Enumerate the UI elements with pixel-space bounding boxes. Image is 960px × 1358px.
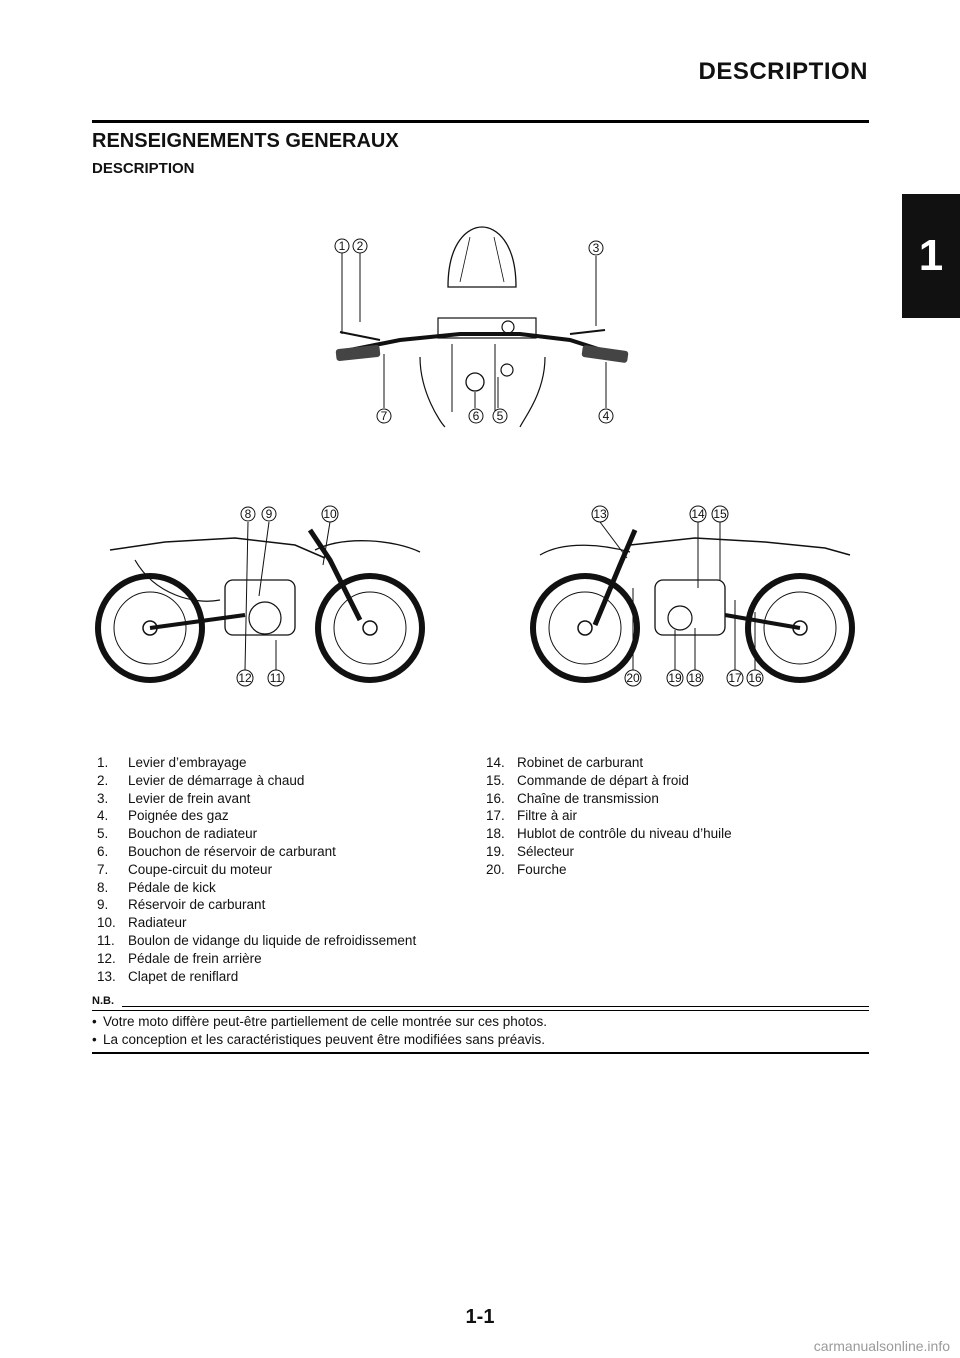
legend-right: 14.Robinet de carburant 15.Commande de d… bbox=[486, 754, 732, 879]
svg-text:5: 5 bbox=[497, 409, 504, 423]
left-side-bike-illustration: 8 9 10 11 12 bbox=[95, 500, 430, 710]
right-side-bike-illustration: 13 14 15 16 17 18 19 20 bbox=[525, 500, 860, 710]
callout-10: 10 bbox=[321, 505, 339, 523]
svg-text:16: 16 bbox=[748, 671, 762, 685]
legend-item: 16.Chaîne de transmission bbox=[486, 790, 659, 806]
note-rule-bottom bbox=[92, 1052, 869, 1054]
callout-7: 7 bbox=[376, 408, 392, 424]
svg-text:3: 3 bbox=[593, 241, 600, 255]
callout-11: 11 bbox=[267, 669, 285, 687]
note-item: •La conception et les caractéristiques p… bbox=[92, 1032, 545, 1047]
legend-item: 18.Hublot de contrôle du niveau d’huile bbox=[486, 826, 732, 842]
callout-12: 12 bbox=[236, 669, 254, 687]
legend-item: 14.Robinet de carburant bbox=[486, 755, 644, 770]
header-title: DESCRIPTION bbox=[698, 58, 868, 85]
svg-text:19: 19 bbox=[668, 671, 682, 685]
legend-left: 1.Levier d’embrayage 2.Levier de démarra… bbox=[97, 754, 416, 985]
legend-item: 10.Radiateur bbox=[97, 915, 187, 931]
watermark: carmanualsonline.info bbox=[813, 1338, 950, 1354]
svg-text:12: 12 bbox=[238, 671, 252, 685]
callout-6: 6 bbox=[468, 408, 484, 424]
callout-13: 13 bbox=[591, 505, 609, 523]
callout-18: 18 bbox=[686, 669, 704, 687]
section-title: RENSEIGNEMENTS GENERAUX bbox=[92, 130, 399, 152]
legend-item: 8.Pédale de kick bbox=[97, 879, 216, 895]
callout-14: 14 bbox=[689, 505, 707, 523]
legend-item: 6.Bouchon de réservoir de carburant bbox=[97, 843, 336, 859]
legend-item: 11.Boulon de vidange du liquide de refro… bbox=[97, 932, 417, 948]
note-rule-top bbox=[122, 1006, 869, 1007]
legend-item: 9.Réservoir de carburant bbox=[97, 897, 266, 913]
svg-text:2: 2 bbox=[357, 239, 364, 253]
svg-text:9: 9 bbox=[266, 507, 273, 521]
legend-item: 12.Pédale de frein arrière bbox=[97, 950, 262, 966]
svg-text:15: 15 bbox=[713, 507, 727, 521]
callout-2: 2 bbox=[352, 238, 368, 254]
note-rule-top-secondary bbox=[92, 1010, 869, 1011]
legend-item: 1.Levier d’embrayage bbox=[97, 755, 247, 770]
callout-20: 20 bbox=[624, 669, 642, 687]
callout-19: 19 bbox=[666, 669, 684, 687]
legend-item: 17.Filtre à air bbox=[486, 808, 578, 824]
svg-text:10: 10 bbox=[323, 507, 337, 521]
note-label: N.B. bbox=[92, 995, 114, 1007]
svg-text:4: 4 bbox=[603, 409, 610, 423]
svg-text:11: 11 bbox=[270, 671, 283, 685]
svg-text:1: 1 bbox=[339, 239, 346, 253]
legend-item: 19.Sélecteur bbox=[486, 843, 575, 859]
svg-text:13: 13 bbox=[593, 507, 607, 521]
svg-text:20: 20 bbox=[626, 671, 640, 685]
callout-9: 9 bbox=[261, 506, 277, 522]
callout-1: 1 bbox=[334, 238, 350, 254]
svg-text:18: 18 bbox=[688, 671, 702, 685]
chapter-tab: 1 bbox=[902, 194, 960, 318]
svg-text:7: 7 bbox=[381, 409, 388, 423]
legend-item: 5.Bouchon de radiateur bbox=[97, 826, 258, 842]
callout-3: 3 bbox=[588, 240, 604, 256]
legend-item: 13.Clapet de reniflard bbox=[97, 968, 239, 984]
legend-item: 3.Levier de frein avant bbox=[97, 790, 251, 806]
callout-17: 17 bbox=[726, 669, 744, 687]
svg-text:14: 14 bbox=[691, 507, 705, 521]
callout-16: 16 bbox=[746, 669, 764, 687]
subsection-title: DESCRIPTION bbox=[92, 160, 195, 177]
legend-item: 7.Coupe-circuit du moteur bbox=[97, 861, 273, 877]
callout-15: 15 bbox=[711, 505, 729, 523]
note-item: •Votre moto diffère peut-être partiellem… bbox=[92, 1014, 547, 1029]
svg-text:17: 17 bbox=[728, 671, 742, 685]
legend-item: 4.Poignée des gaz bbox=[97, 808, 229, 824]
legend-item: 15.Commande de départ à froid bbox=[486, 772, 689, 788]
callout-8: 8 bbox=[240, 506, 256, 522]
header-rule bbox=[92, 120, 869, 123]
handlebar-illustration: 1 2 3 4 5 6 7 bbox=[320, 222, 640, 432]
svg-text:8: 8 bbox=[245, 507, 252, 521]
svg-text:6: 6 bbox=[473, 409, 480, 423]
note-list: •Votre moto diffère peut-être partiellem… bbox=[92, 1013, 547, 1049]
legend-item: 20.Fourche bbox=[486, 861, 567, 877]
callout-5: 5 bbox=[492, 408, 508, 424]
page-number: 1-1 bbox=[465, 1306, 495, 1328]
legend-item: 2.Levier de démarrage à chaud bbox=[97, 772, 305, 788]
callout-4: 4 bbox=[598, 408, 614, 424]
